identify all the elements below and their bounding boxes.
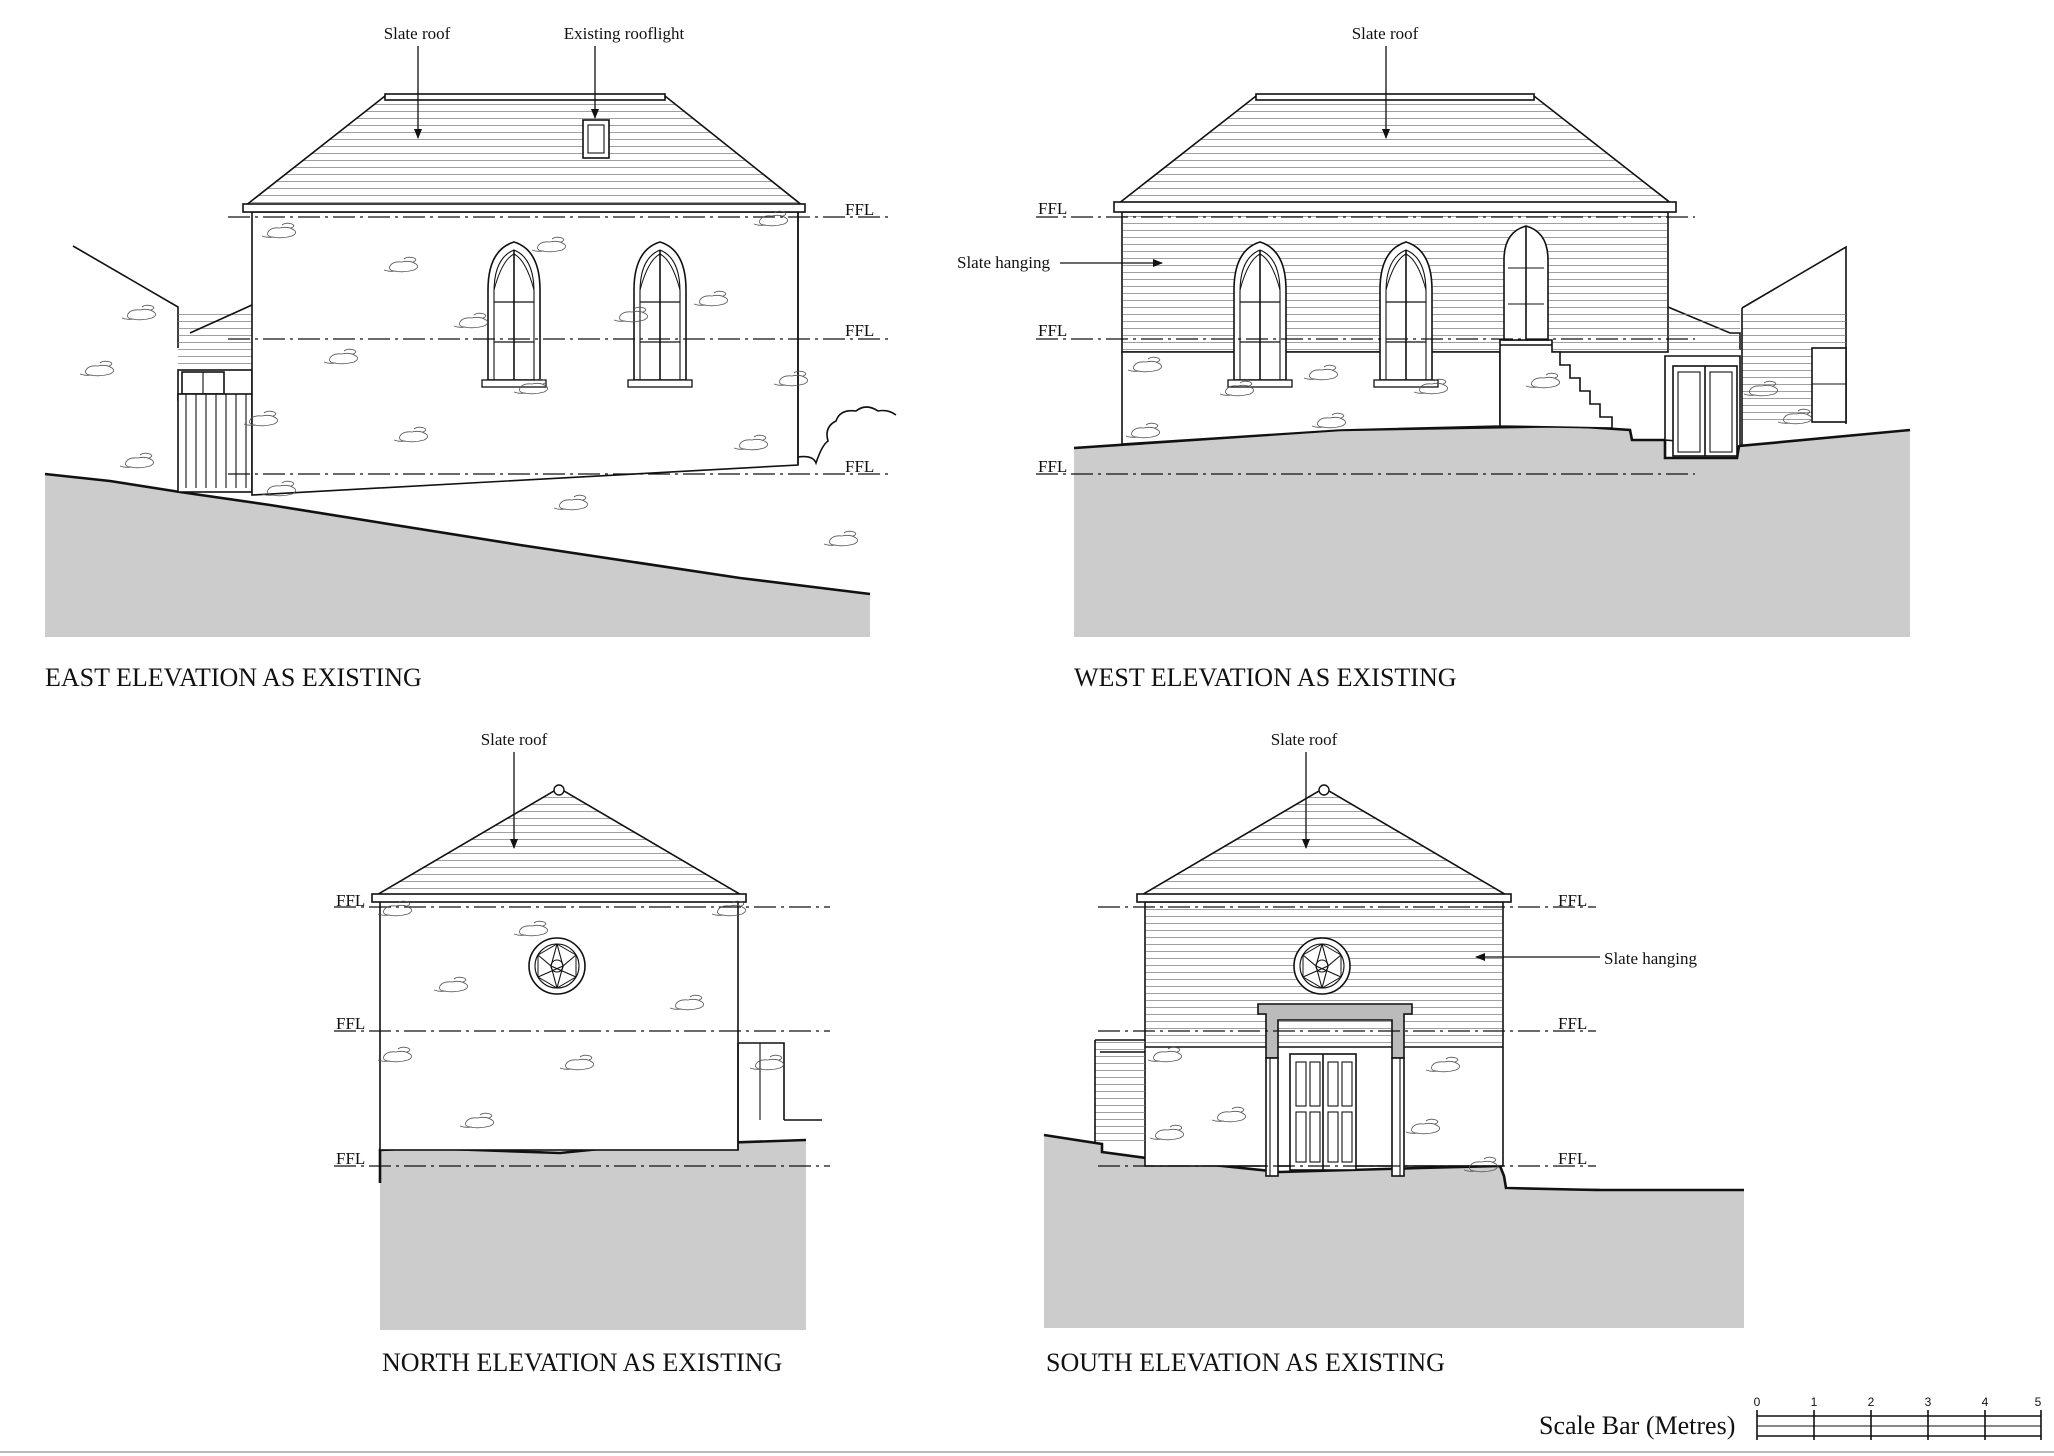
scale-tick-3: 3 xyxy=(1925,1395,1932,1409)
south-ffl-label-1: FFL xyxy=(1558,891,1587,910)
north-elevation: Slate roof FFL FFL FFL NORTH ELEVATION A… xyxy=(334,730,830,1377)
south-elevation: Slate roof Slate hanging FFL FFL FFL SOU… xyxy=(1043,730,1744,1377)
south-elevation-title: SOUTH ELEVATION AS EXISTING xyxy=(1046,1348,1445,1377)
south-ffl-label-3: FFL xyxy=(1558,1149,1587,1168)
east-ffl-label-3: FFL xyxy=(845,457,874,476)
east-window-right xyxy=(627,241,693,388)
east-elevation-title: EAST ELEVATION AS EXISTING xyxy=(45,663,422,692)
north-ffl-label-3: FFL xyxy=(336,1149,365,1168)
east-slate-roof-label: Slate roof xyxy=(384,24,451,43)
west-elevation-title: WEST ELEVATION AS EXISTING xyxy=(1074,663,1457,692)
west-window-right xyxy=(1503,225,1549,341)
north-rose-window xyxy=(528,937,586,995)
east-ffl-label-1: FFL xyxy=(845,200,874,219)
west-ffl-label-2: FFL xyxy=(1038,321,1067,340)
south-slate-hanging-label: Slate hanging xyxy=(1604,949,1698,968)
east-rooflight-label: Existing rooflight xyxy=(564,24,685,43)
scale-tick-0: 0 xyxy=(1754,1395,1761,1409)
south-slate-roof-label: Slate roof xyxy=(1271,730,1338,749)
west-slate-hanging-label: Slate hanging xyxy=(957,253,1051,272)
east-ffl-label-2: FFL xyxy=(845,321,874,340)
north-ffl-label-1: FFL xyxy=(336,891,365,910)
west-window-middle xyxy=(1373,241,1439,388)
south-ffl-label-2: FFL xyxy=(1558,1014,1587,1033)
scale-tick-4: 4 xyxy=(1982,1395,1989,1409)
west-ffl-label-1: FFL xyxy=(1038,199,1067,218)
existing-rooflight xyxy=(582,119,610,159)
north-slate-roof-label: Slate roof xyxy=(481,730,548,749)
west-double-door xyxy=(1672,365,1738,457)
south-rose-window xyxy=(1293,937,1351,995)
scale-tick-5: 5 xyxy=(2035,1395,2042,1409)
east-gate xyxy=(185,394,247,488)
west-elevation: Slate roof Slate hanging FFL FFL FFL WES… xyxy=(957,24,1911,692)
west-window-left xyxy=(1227,241,1293,388)
east-elevation: Slate roof Existing rooflight FFL FFL FF… xyxy=(44,24,897,692)
north-ffl-label-2: FFL xyxy=(336,1014,365,1033)
south-porch xyxy=(1257,1003,1413,1177)
east-window-left xyxy=(481,241,547,388)
west-slate-roof-label: Slate roof xyxy=(1352,24,1419,43)
south-double-door xyxy=(1289,1053,1357,1171)
north-elevation-title: NORTH ELEVATION AS EXISTING xyxy=(382,1348,782,1377)
scale-bar-label: Scale Bar (Metres) xyxy=(1539,1411,1735,1440)
scale-tick-1: 1 xyxy=(1811,1395,1818,1409)
scale-tick-2: 2 xyxy=(1868,1395,1875,1409)
scale-bar: Scale Bar (Metres) 0 1 2 3 4 5 xyxy=(1539,1395,2042,1440)
west-ffl-label-3: FFL xyxy=(1038,457,1067,476)
